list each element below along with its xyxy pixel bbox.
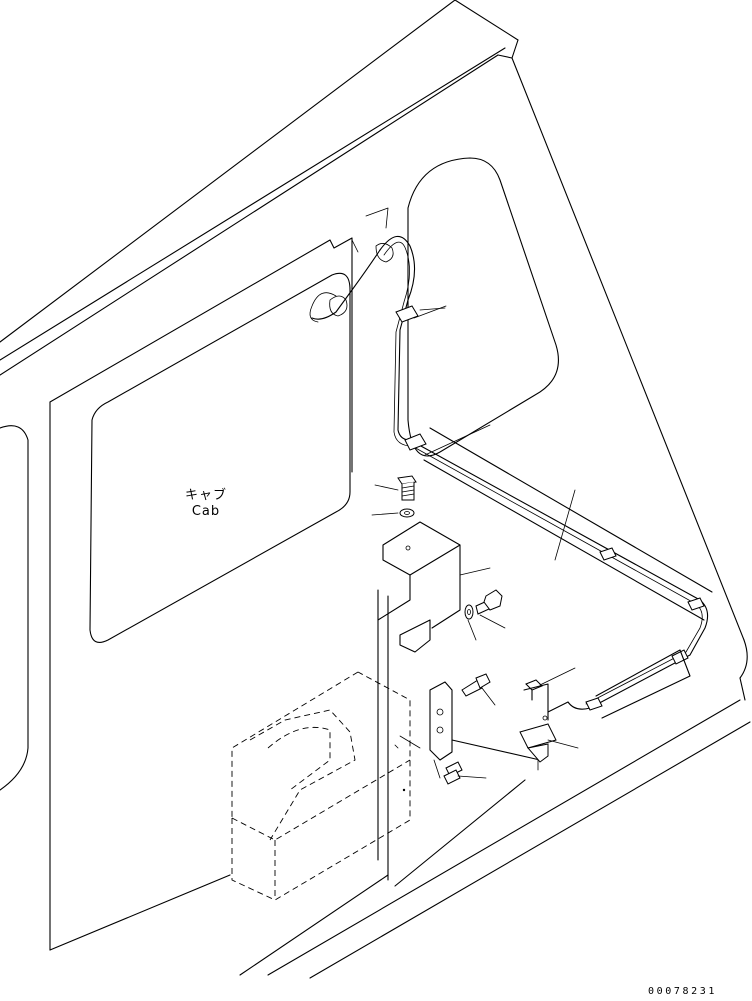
cab-roof [0,0,748,679]
cab-floor [239,677,751,979]
cab-door-panel [49,237,353,951]
wire-harness [309,235,709,713]
left-window-edge [0,425,29,791]
sensor-switch [519,679,557,771]
bolt-middle [464,589,503,620]
washer-top [399,508,415,518]
harness-clamps [395,305,705,711]
bolt-top [397,475,417,501]
cab-label: キャブ Cab [176,488,236,520]
harness-cover [423,427,713,719]
leader-lines [351,207,579,779]
phantom-console [231,671,411,901]
sensor-plate [429,673,541,785]
cab-label-en: Cab [191,504,221,519]
right-window [407,157,559,457]
cab-door-window [89,272,351,643]
misc-marks [394,744,406,792]
drawing-number: 00078231 [648,986,717,997]
cab-label-jp: キャブ [184,488,227,503]
bracket [377,521,461,881]
